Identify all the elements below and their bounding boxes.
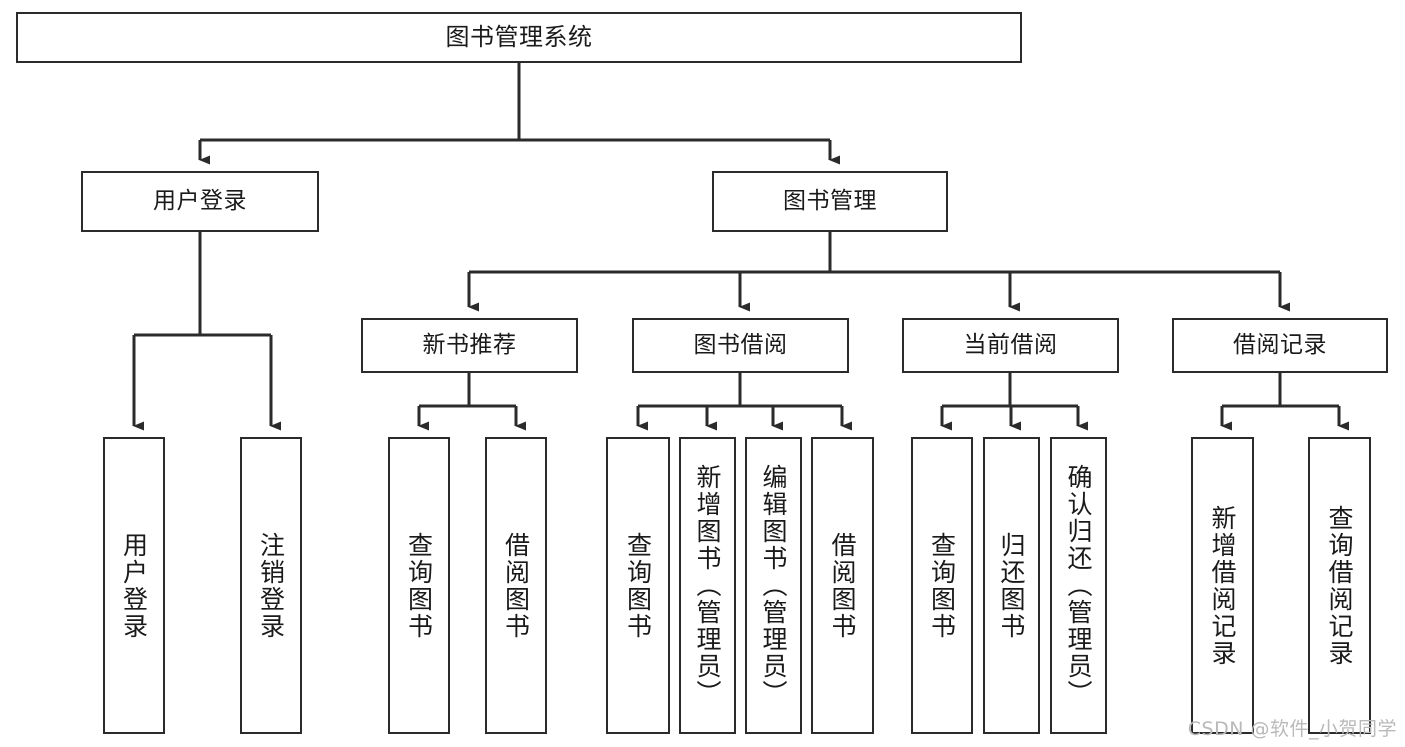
node-new-book-recommend[interactable]: 新书推荐 [361, 318, 578, 373]
node-leaf-return-book[interactable]: 归还图书 [983, 437, 1040, 734]
node-current-borrow-label: 当前借阅 [963, 331, 1058, 358]
node-leaf-add-borrow-record[interactable]: 新增借阅记录 [1191, 437, 1254, 734]
node-new-book-recommend-label: 新书推荐 [422, 331, 517, 358]
node-leaf-confirm-return-label: 确认归还（管理员） [1064, 464, 1093, 707]
node-borrow-record-label: 借阅记录 [1233, 331, 1327, 358]
node-leaf-query-borrow-record[interactable]: 查询借阅记录 [1308, 437, 1371, 734]
node-book-borrow[interactable]: 图书借阅 [632, 318, 849, 373]
node-book-manage-label: 图书管理 [783, 187, 877, 214]
node-leaf-edit-book[interactable]: 编辑图书（管理员） [745, 437, 802, 734]
node-leaf-add-borrow-record-label: 新增借阅记录 [1208, 504, 1237, 667]
node-leaf-user-logout-label: 注销登录 [256, 531, 286, 640]
node-leaf-return-book-label: 归还图书 [997, 531, 1026, 640]
node-leaf-user-logout[interactable]: 注销登录 [240, 437, 302, 734]
watermark-text: CSDN @软件_小贺同学 [1187, 718, 1397, 740]
node-leaf-user-login-label: 用户登录 [119, 531, 149, 640]
node-root[interactable]: 图书管理系统 [16, 12, 1022, 63]
node-leaf-query-book-borrow[interactable]: 查询图书 [606, 437, 670, 734]
node-leaf-query-book-current-label: 查询图书 [927, 531, 957, 640]
node-user-login-label: 用户登录 [153, 187, 247, 214]
node-user-login[interactable]: 用户登录 [81, 171, 319, 232]
node-root-label: 图书管理系统 [445, 23, 593, 52]
node-leaf-user-login[interactable]: 用户登录 [103, 437, 165, 734]
node-leaf-borrow-book-recommend[interactable]: 借阅图书 [485, 437, 547, 734]
node-leaf-edit-book-label: 编辑图书（管理员） [759, 464, 788, 707]
node-leaf-borrow-book[interactable]: 借阅图书 [811, 437, 874, 734]
node-leaf-borrow-book-recommend-label: 借阅图书 [501, 531, 531, 640]
node-leaf-add-book-label: 新增图书（管理员） [693, 464, 722, 707]
node-borrow-record[interactable]: 借阅记录 [1172, 318, 1388, 373]
node-leaf-query-book-recommend-label: 查询图书 [404, 531, 434, 640]
node-leaf-borrow-book-label: 借阅图书 [828, 531, 857, 640]
node-book-borrow-label: 图书借阅 [693, 331, 788, 358]
node-leaf-query-book-current[interactable]: 查询图书 [911, 437, 973, 734]
node-leaf-confirm-return[interactable]: 确认归还（管理员） [1050, 437, 1107, 734]
node-book-manage[interactable]: 图书管理 [712, 171, 948, 232]
node-leaf-add-book[interactable]: 新增图书（管理员） [679, 437, 736, 734]
node-leaf-query-borrow-record-label: 查询借阅记录 [1325, 504, 1354, 667]
node-current-borrow[interactable]: 当前借阅 [902, 318, 1119, 373]
node-leaf-query-book-recommend[interactable]: 查询图书 [388, 437, 450, 734]
node-leaf-query-book-borrow-label: 查询图书 [623, 531, 653, 640]
